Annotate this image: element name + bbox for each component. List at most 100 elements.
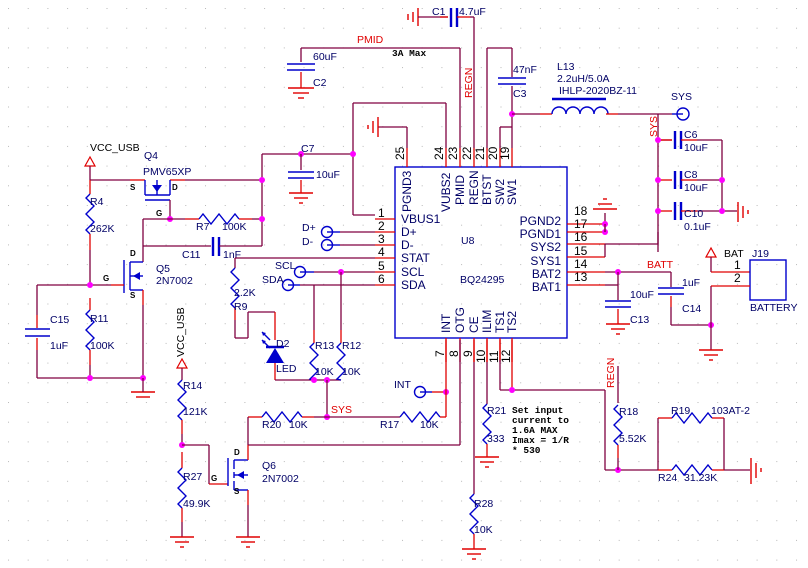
c1-capacitor[interactable]: C1 4.7uF bbox=[407, 6, 486, 148]
c7-capacitor[interactable]: C7 10uF bbox=[288, 143, 340, 204]
c2-capacitor[interactable]: 60uF C2 bbox=[287, 48, 337, 99]
sda-label: SDA bbox=[262, 274, 284, 286]
c3-capacitor[interactable]: 47nF C3 bbox=[486, 47, 537, 148]
pin-name-sda: SDA bbox=[401, 278, 426, 292]
pin-name-pgnd2: PGND2 bbox=[520, 214, 562, 228]
r27-resistor[interactable]: R27 49.9K bbox=[170, 452, 210, 548]
c1-value: 4.7uF bbox=[459, 6, 486, 18]
r17-resistor[interactable]: R17 10K bbox=[327, 410, 446, 431]
pin-name-btst: BTST bbox=[480, 174, 494, 205]
r20-ref: R20 bbox=[262, 419, 281, 431]
c14-capacitor[interactable]: 1uF C14 bbox=[658, 272, 711, 326]
c11-capacitor[interactable]: C11 1nF bbox=[143, 237, 262, 261]
sda-port[interactable]: SDA bbox=[262, 274, 375, 292]
c13-ref: C13 bbox=[630, 314, 649, 326]
vbus-net[interactable] bbox=[261, 102, 447, 246]
pin-name-regn: REGN bbox=[467, 170, 481, 205]
c8-ref: C8 bbox=[684, 169, 698, 181]
q6-part: 2N7002 bbox=[262, 473, 299, 485]
pin-num-1: 1 bbox=[378, 206, 385, 220]
c7-ref: C7 bbox=[301, 143, 315, 155]
pmid-net[interactable]: PMID 3A Max bbox=[301, 34, 461, 148]
pin-num-7: 7 bbox=[433, 350, 447, 357]
q5-s-pin: S bbox=[130, 291, 136, 300]
q4-g-pin: G bbox=[156, 209, 162, 218]
d2-led[interactable]: D2 LED bbox=[261, 312, 341, 381]
r9-resistor[interactable]: 2.2K R9 bbox=[230, 267, 275, 339]
r24-value: 31.23K bbox=[684, 472, 717, 484]
ic-ref: U8 bbox=[461, 235, 475, 247]
pin-num-11: 11 bbox=[487, 350, 501, 363]
c3-ref: C3 bbox=[513, 88, 527, 100]
sys-port[interactable]: SYS bbox=[671, 91, 692, 121]
pin-name-ts1: TS1 bbox=[493, 311, 507, 333]
r13-resistor[interactable]: R13 10K bbox=[308, 285, 334, 381]
ilim-note-line5: * 530 bbox=[512, 445, 541, 456]
pin-name-sys2: SYS2 bbox=[530, 240, 561, 254]
r24-ref: R24 bbox=[658, 472, 677, 484]
pin-name-otg: OTG bbox=[453, 307, 467, 333]
r18-ref: R18 bbox=[619, 406, 638, 418]
l13-inductor[interactable]: L13 2.2uH/5.0A IHLP-2020BZ-11 bbox=[512, 61, 672, 115]
c6-ref: C6 bbox=[684, 129, 698, 141]
pin-name-stat: STAT bbox=[401, 251, 431, 265]
c8-capacitor[interactable]: C8 10uF bbox=[660, 169, 722, 194]
ilim-note-line4: Imax = 1/R bbox=[512, 435, 569, 446]
c13-value: 10uF bbox=[630, 289, 654, 301]
pin-num-15: 15 bbox=[574, 244, 588, 258]
pin-name-bat2: BAT2 bbox=[532, 267, 561, 281]
r28-ref: R28 bbox=[474, 498, 493, 510]
q5-nmos[interactable]: Q5 2N7002 D G S bbox=[103, 249, 193, 378]
r11-ref: R11 bbox=[90, 313, 109, 325]
r19-thermistor[interactable]: R19 103AT-2 bbox=[657, 405, 750, 470]
pin-name-vubs2: VUBS2 bbox=[439, 172, 453, 212]
c13-capacitor[interactable]: 10uF C13 bbox=[605, 272, 654, 335]
sys-caps[interactable]: C6 10uF C8 10uF C10 0.1uF bbox=[655, 114, 749, 252]
r19-ref: R19 bbox=[671, 405, 690, 417]
pin-num-5: 5 bbox=[378, 259, 385, 273]
int-port[interactable]: INT bbox=[394, 379, 446, 399]
c10-capacitor[interactable]: C10 0.1uF bbox=[660, 202, 722, 233]
batt-net[interactable]: BATT bbox=[605, 259, 674, 286]
r18-value: 5.52K bbox=[619, 433, 646, 445]
r28-resistor[interactable]: R28 10K bbox=[462, 493, 493, 560]
j19-battery[interactable]: J19 1 2 BATTERY bbox=[711, 248, 797, 314]
q4-pmos[interactable]: Q4 PMV65XP S D G bbox=[130, 150, 191, 219]
pin-num-24: 24 bbox=[432, 146, 446, 160]
q6-nmos[interactable]: Q6 2N7002 D G S bbox=[209, 445, 299, 548]
r9-ref: R9 bbox=[234, 301, 248, 313]
r20-resistor[interactable]: R20 10K bbox=[247, 410, 327, 445]
scl-port[interactable]: SCL bbox=[275, 260, 375, 279]
c1-ref: C1 bbox=[432, 6, 446, 18]
pin-num-19: 19 bbox=[498, 146, 512, 160]
pmid-label: PMID bbox=[357, 34, 384, 46]
pin-num-20: 20 bbox=[486, 146, 500, 160]
bat-power-symbol[interactable]: BAT bbox=[704, 246, 750, 273]
r7-ref: R7 bbox=[196, 221, 210, 233]
c6-capacitor[interactable]: C6 10uF bbox=[658, 129, 722, 154]
bat-power-label: BAT bbox=[724, 248, 744, 260]
c11-ref: C11 bbox=[182, 249, 201, 261]
sys-port-label: SYS bbox=[671, 91, 692, 103]
r13-value: 10K bbox=[315, 366, 334, 378]
q6-d-pin: D bbox=[234, 448, 240, 457]
r4-resistor[interactable]: R4 262K bbox=[85, 180, 115, 285]
r18-resistor[interactable]: R18 5.52K bbox=[613, 366, 646, 470]
pin-name-ilim: ILIM bbox=[480, 310, 494, 333]
r28-value: 10K bbox=[474, 524, 493, 536]
r7-resistor[interactable]: R7 100K bbox=[185, 212, 262, 233]
pin-name-d-: D- bbox=[401, 238, 414, 252]
dplus-port[interactable]: D+ bbox=[302, 222, 375, 239]
r9-value: 2.2K bbox=[234, 287, 256, 299]
r12-resistor[interactable]: R12 10K bbox=[335, 272, 361, 381]
r21-resistor[interactable]: R21 333 bbox=[475, 340, 506, 468]
c15-ref: C15 bbox=[50, 314, 69, 326]
r11-value: 100K bbox=[90, 340, 115, 352]
r24-resistor[interactable]: R24 31.23K bbox=[658, 463, 750, 484]
dminus-port[interactable]: D- bbox=[302, 236, 375, 252]
pin-name-vbus1: VBUS1 bbox=[401, 212, 441, 226]
ilim-note: Set input current to 1.6A MAX Imax = 1/R… bbox=[512, 405, 569, 456]
